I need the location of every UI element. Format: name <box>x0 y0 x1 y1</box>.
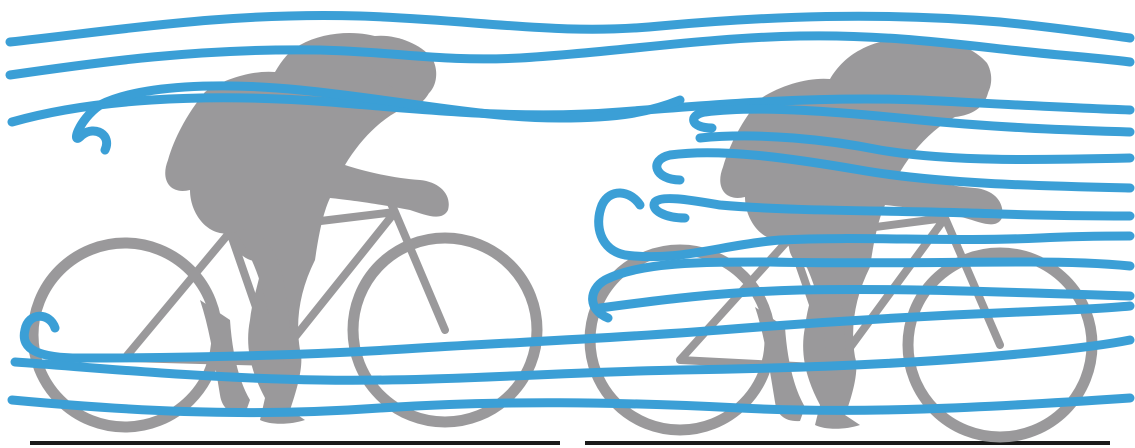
airflow-line-11 <box>600 289 1130 308</box>
rear-wheel <box>33 243 217 427</box>
airflow-line-1 <box>10 15 1130 42</box>
airflow-line-12 <box>24 306 1130 358</box>
